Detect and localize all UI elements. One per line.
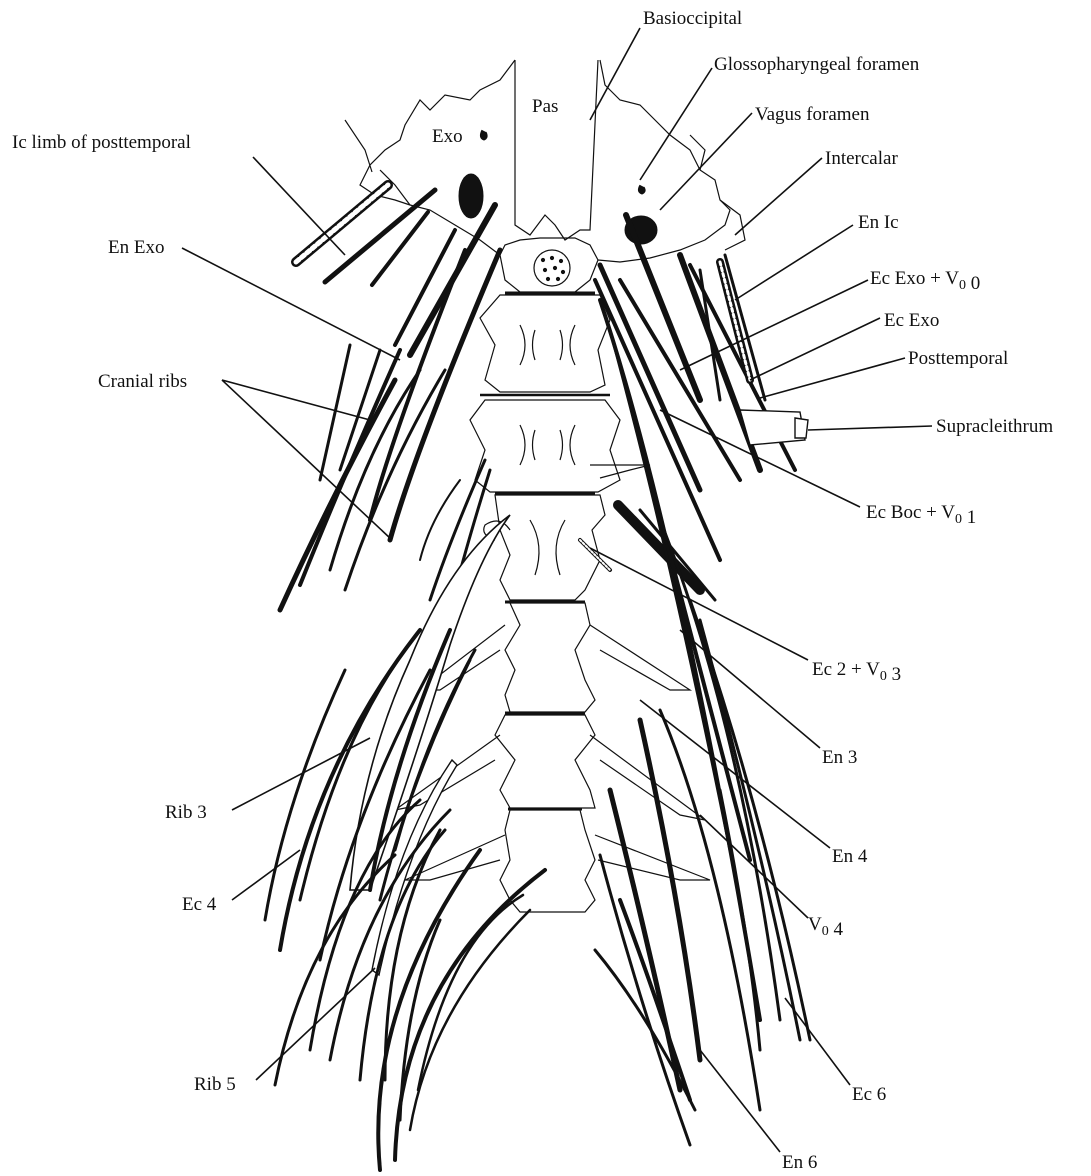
- label-rib3: Rib 3: [165, 802, 207, 823]
- label-en4: En 4: [832, 846, 868, 867]
- label-en3: En 3: [822, 747, 857, 768]
- exoccipital-outline-right: [598, 60, 730, 262]
- label-ec-boc-v0-1: Ec Boc + V0 1: [866, 502, 976, 528]
- condyle-dots: [541, 256, 564, 280]
- label-posttemporal: Posttemporal: [908, 348, 1008, 369]
- vagus-foramen-left: [459, 174, 483, 218]
- exoccipital-outline-left: [360, 60, 515, 255]
- parasphenoid: [515, 60, 598, 240]
- label-ic-limb-posttemporal: Ic limb of posttemporal: [12, 132, 191, 153]
- label-basioccipital: Basioccipital: [643, 8, 742, 29]
- skull-outline: [345, 60, 745, 292]
- label-en6: En 6: [782, 1152, 817, 1173]
- ic-limb-posttemporal: [296, 185, 388, 262]
- right-bones: [580, 215, 810, 1145]
- label-exo: Exo: [432, 126, 463, 147]
- glossopharyngeal-foramen-left: [480, 130, 487, 140]
- label-en-ic: En Ic: [858, 212, 899, 233]
- vertebral-column: [470, 293, 620, 912]
- labels: Basioccipital Glossopharyngeal foramen V…: [12, 8, 1053, 1173]
- label-ec-exo-v0-0: Ec Exo + V0 0: [870, 268, 980, 294]
- vertebra-1: [480, 295, 610, 392]
- label-ec-exo: Ec Exo: [884, 310, 939, 331]
- label-vagus-foramen: Vagus foramen: [755, 104, 870, 125]
- label-en-exo: En Exo: [108, 237, 164, 258]
- label-cranial-ribs: Cranial ribs: [98, 371, 187, 392]
- vertebra-5: [495, 715, 595, 808]
- label-rib5: Rib 5: [194, 1074, 236, 1095]
- label-ec2-v0-3: Ec 2 + V0 3: [812, 659, 901, 685]
- condyle-pit: [534, 250, 570, 286]
- label-ec4: Ec 4: [182, 894, 217, 915]
- vertebra-4: [505, 603, 595, 712]
- glossopharyngeal-foramen-right: [638, 185, 645, 194]
- label-v0-4: V0 4: [808, 914, 843, 940]
- vertebra-2: [470, 400, 620, 492]
- leader-lines: [182, 28, 932, 1152]
- left-bones: [265, 185, 545, 1170]
- label-glossopharyngeal-foramen: Glossopharyngeal foramen: [714, 54, 920, 75]
- label-intercalar: Intercalar: [825, 148, 898, 169]
- label-ec6: Ec 6: [852, 1084, 886, 1105]
- label-pas: Pas: [532, 96, 558, 117]
- basioccipital-condyle: [500, 238, 598, 292]
- label-supracleithrum: Supracleithrum: [936, 416, 1053, 437]
